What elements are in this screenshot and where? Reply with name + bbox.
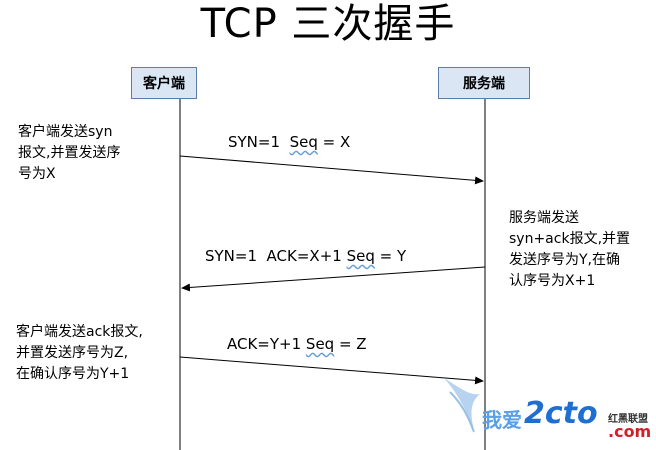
watermark-domain: .com <box>608 422 652 441</box>
client-note-ack: 客户端发送ack报文, 并置发送序号为Z, 在确认序号为Y+1 <box>16 324 143 382</box>
watermark-red-alliance: 红黑联盟 <box>608 414 648 425</box>
server-box: 服务端 <box>438 67 530 99</box>
watermark: 我爱 2cto 红黑联盟 .com <box>440 372 654 448</box>
arrow-ack <box>179 356 484 385</box>
page-title: TCP 三次握手 <box>200 1 456 47</box>
message-ack-label: ACK=Y+1 Seq = Z <box>227 335 367 353</box>
watermark-logo: 2cto <box>524 396 598 431</box>
client-label: 客户端 <box>143 76 185 92</box>
arrow-syn <box>179 155 484 185</box>
server-label: 服务端 <box>463 76 505 92</box>
wing-icon <box>444 378 480 433</box>
client-note-syn: 客户端发送syn 报文,并置发送序 号为X <box>18 124 121 182</box>
client-box: 客户端 <box>131 67 197 99</box>
message-syn-label: SYN=1 Seq = X <box>228 133 351 151</box>
watermark-left-text: 我爱 <box>482 408 522 432</box>
message-syn-ack-label: SYN=1 ACK=X+1 Seq = Y <box>205 247 407 265</box>
arrow-syn-ack <box>181 266 486 292</box>
server-note-syn-ack: 服务端发送 syn+ack报文,并置 发送序号为Y,在确 认序号为X+1 <box>509 210 631 289</box>
